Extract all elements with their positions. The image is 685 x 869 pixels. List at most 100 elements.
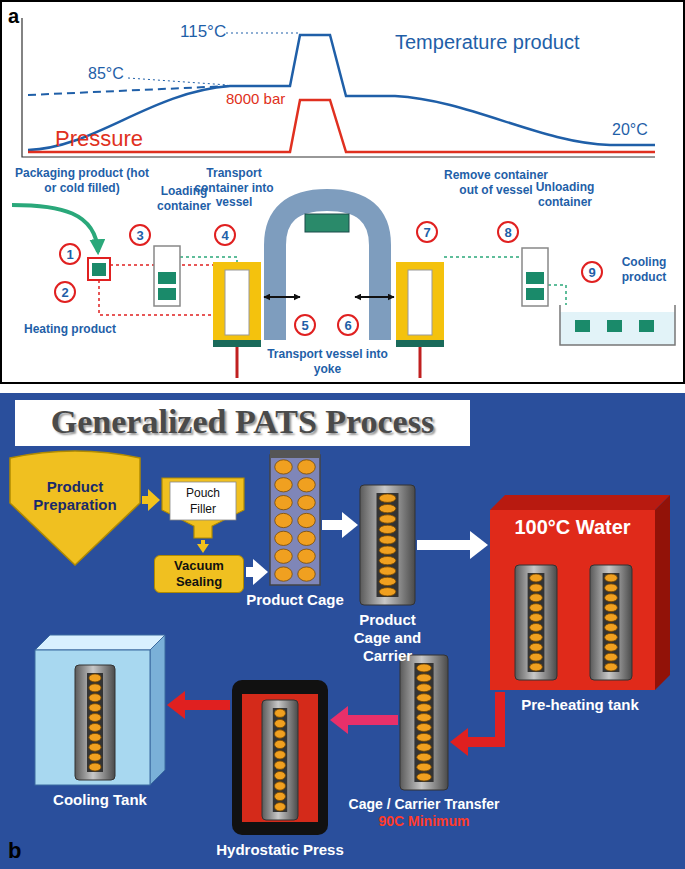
pouch-pattern (275, 782, 286, 790)
pouch-pattern (275, 709, 286, 717)
step-label: Transport container into vessel (188, 166, 280, 210)
pouch-pattern (275, 751, 286, 759)
pouch-pattern (605, 594, 618, 602)
pouch-pattern (417, 664, 432, 672)
carrier (515, 565, 557, 680)
pouch-pattern (89, 704, 101, 712)
panel-ground (0, 393, 685, 869)
node-caption: Hydrostatic Press (216, 841, 344, 859)
carrier (377, 493, 399, 597)
step-number: 6 (337, 314, 359, 336)
carrier (590, 565, 632, 680)
cooling-bath (560, 305, 675, 345)
value-label: 20°C (612, 120, 648, 140)
process-box: Vacuum Sealing (154, 555, 244, 593)
carrier-figures (75, 460, 632, 820)
flow-arrow (348, 715, 398, 725)
flow-arrow (468, 692, 500, 742)
node-caption: Cooling Tank (53, 791, 147, 809)
pouch-pattern (275, 792, 286, 800)
pouch-pattern (275, 460, 292, 474)
unloading-container (526, 272, 544, 284)
pouch-pattern (417, 763, 432, 771)
carrier (515, 565, 557, 680)
pouch-pattern (298, 567, 315, 581)
pouch-pattern (275, 730, 286, 738)
value-label: 8000 bar (226, 90, 285, 108)
pouch-pattern (298, 549, 315, 563)
vessel (408, 270, 432, 335)
pouch-pattern (530, 653, 543, 661)
node-text: Cage / Carrier Transfer (349, 796, 500, 813)
vessel (396, 262, 444, 347)
flow-arrow (246, 567, 253, 577)
carrier (590, 565, 632, 680)
pouch-pattern (275, 460, 315, 581)
filler-hopper: Pouch Filler (162, 478, 244, 538)
loading-container (158, 288, 176, 300)
pouch-pattern (89, 694, 101, 702)
pouch-pattern (275, 719, 286, 727)
pouch-pattern (605, 653, 618, 661)
pouch-pattern (379, 556, 396, 564)
pouch-pattern (298, 460, 315, 474)
pouch-pattern (417, 664, 432, 781)
vessel (419, 347, 422, 378)
pouch-pattern (605, 604, 618, 612)
yoke (305, 214, 349, 232)
step-number: 8 (497, 221, 519, 243)
flow-arrow (322, 520, 342, 530)
cooling-tank-figure (150, 635, 165, 785)
pouch-pattern (605, 623, 618, 631)
chart (22, 18, 655, 157)
unloading-container (526, 288, 544, 300)
node-text: 5 (301, 319, 308, 332)
cooling-tank-figure (35, 635, 165, 785)
pouch-pattern (530, 574, 543, 582)
carrier (273, 708, 287, 812)
pouch-pattern (379, 494, 396, 596)
pouch-pattern (530, 574, 543, 671)
node-text: Cooling Tank (53, 791, 147, 809)
node-caption: Product Cage and Carrier (345, 611, 431, 665)
pouch-pattern (530, 614, 543, 622)
step-number: 3 (129, 224, 151, 246)
step-number: 4 (214, 224, 236, 246)
vessel (213, 262, 261, 378)
vessel (213, 262, 261, 347)
pouch-pattern (605, 614, 618, 622)
pouch-pattern (417, 714, 432, 722)
carrier (603, 573, 620, 672)
unloading-container (522, 248, 548, 306)
loading-container (154, 246, 180, 306)
step-number: 7 (416, 221, 438, 243)
pouch-pattern (379, 494, 396, 502)
carrier (262, 700, 298, 820)
hopper: Product Preparation (10, 448, 140, 565)
pouch-pattern (275, 740, 286, 748)
pouch-pattern (379, 536, 396, 544)
cooling-tank: Cooling Tank (35, 635, 165, 785)
pouch-pattern (379, 525, 396, 533)
pouch-pattern (379, 567, 396, 575)
hydrostatic-press: Hydrostatic Press (232, 680, 328, 835)
step-label: Transport vessel into yoke (255, 347, 400, 376)
loading-container (158, 272, 176, 284)
pouch-pattern (530, 604, 543, 612)
pouch-pattern (379, 588, 396, 596)
leader-line (128, 78, 228, 85)
node-text: 8 (504, 226, 511, 239)
press-figure (232, 680, 328, 835)
value-label: 85°C (88, 64, 124, 84)
fill-arrow (12, 205, 98, 252)
pouch-pattern (89, 733, 101, 741)
pouch-pattern (275, 761, 286, 769)
cooling-bath (560, 312, 675, 345)
flow-arrow (201, 540, 205, 544)
step-label: Packaging product (hot or cold filled) (12, 166, 152, 195)
node-text: 90C Minimum (378, 813, 469, 830)
pouch-pattern (530, 623, 543, 631)
pouch-pattern (89, 763, 101, 771)
cooling-bath (560, 305, 675, 345)
node-text: 2 (61, 286, 68, 299)
